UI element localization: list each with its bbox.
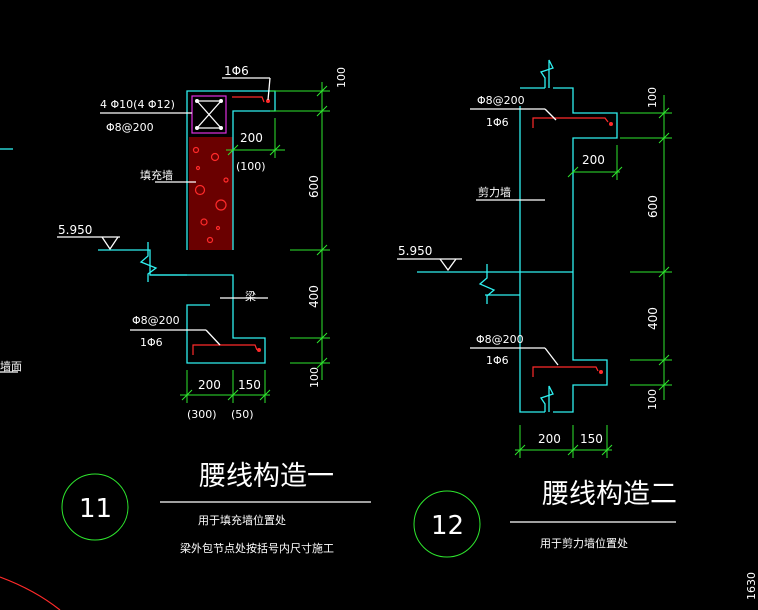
- top-bar-dot: [266, 99, 270, 103]
- label-vdim-600-12: 600: [646, 195, 660, 218]
- bottom-stirrup: [532, 366, 599, 377]
- dim-v-ext: [620, 107, 672, 391]
- label-hdim-150-11: 150: [238, 378, 261, 392]
- bottom-stirrup: [192, 344, 258, 355]
- cage-cross-b: [196, 100, 222, 129]
- section-lower-outline: [98, 249, 266, 364]
- label-stirrup-11: Φ8@200: [106, 121, 154, 134]
- label-dim-200-12: 200: [582, 153, 605, 167]
- bottom-bar-dot: [257, 348, 261, 352]
- label-infill-wall-11: 填充墙: [140, 168, 173, 182]
- detail-subtitle-12: 用于剪力墙位置处: [540, 536, 628, 550]
- section-upper-outline: [186, 90, 276, 250]
- bottom-bar-dot: [599, 370, 603, 374]
- label-dim-100-paren-11: (100): [236, 160, 266, 173]
- label-top-bar-12: 1Φ6: [486, 116, 509, 129]
- detail-number-12: 12: [431, 511, 464, 541]
- label-level-12: 5.950: [398, 244, 432, 258]
- label-main-bars-11: 4 Φ10(4 Φ12): [100, 98, 175, 111]
- leader-bottom-tail: [205, 329, 221, 346]
- bottom-break: [539, 385, 554, 412]
- red-arc-fragment: [0, 576, 61, 610]
- label-bottom-stirrup-12: Φ8@200: [476, 333, 524, 346]
- bar-dot: [195, 99, 199, 103]
- detail-title-12: 腰线构造二: [542, 479, 677, 510]
- label-bottom-stirrup-11: Φ8@200: [132, 314, 180, 327]
- top-stirrup-hook: [232, 96, 265, 103]
- detail-12: [397, 59, 676, 558]
- label-beam-11: 梁: [245, 289, 256, 303]
- detail-title-11: 腰线构造一: [199, 461, 334, 492]
- break-line: [139, 242, 158, 282]
- leader-1phi6-top-tail: [267, 77, 271, 101]
- label-bottom-bar-12: 1Φ6: [486, 354, 509, 367]
- bar-dot: [219, 99, 223, 103]
- label-vdim-600-11: 600: [307, 175, 321, 198]
- leader-top-tail: [544, 108, 557, 121]
- label-vdim-100-top-12: 100: [646, 87, 659, 108]
- detail-11: [57, 77, 371, 541]
- dim-h-ext: [514, 425, 613, 458]
- label-shear-wall-12: 剪力墙: [478, 185, 511, 199]
- label-dim-200-11: 200: [240, 131, 263, 145]
- detail-number-circle: [61, 473, 129, 541]
- edge-fragment-text: 1630: [745, 572, 758, 600]
- left-fragment-text: 墙面: [0, 359, 22, 373]
- detail-number-circle: [413, 490, 481, 558]
- label-top-stirrup-12: Φ8@200: [477, 94, 525, 107]
- top-stirrup: [532, 117, 609, 128]
- bar-dot: [195, 126, 199, 130]
- top-bar-dot: [609, 122, 613, 126]
- bar-dot: [219, 126, 223, 130]
- dim-200-tick-a: [227, 144, 239, 156]
- top-break: [539, 59, 554, 88]
- label-hdim-200-11: 200: [198, 378, 221, 392]
- break-line: [478, 264, 496, 304]
- main-bar-cage: [191, 95, 227, 134]
- dim-200-tick-b: [611, 166, 623, 178]
- detail-subtitle-1-11: 用于填充墙位置处: [198, 513, 286, 527]
- label-hdim-50-paren-11: (50): [231, 408, 254, 421]
- label-hdim-200-12: 200: [538, 432, 561, 446]
- label-vdim-400-12: 400: [646, 307, 660, 330]
- infill-hatch-circles: [192, 146, 229, 244]
- label-vdim-400-11: 400: [307, 285, 321, 308]
- dim-200-tick-a: [567, 166, 579, 178]
- label-level-11: 5.950: [58, 223, 92, 237]
- dim-v-ext: [270, 85, 330, 369]
- dim-200-tick-b: [269, 144, 281, 156]
- wall-left-edge: [519, 106, 545, 413]
- detail-number-11: 11: [79, 494, 112, 524]
- dim-h-ext: [181, 370, 271, 403]
- label-top-bar-11: 1Φ6: [224, 64, 249, 78]
- label-bottom-bar-11: 1Φ6: [140, 336, 163, 349]
- label-hdim-150-12: 150: [580, 432, 603, 446]
- level-triangle: [439, 258, 457, 272]
- label-vdim-100-top-11: 100: [335, 67, 348, 88]
- wall-right-profile: [553, 87, 618, 413]
- label-vdim-100-bottom-12: 100: [646, 389, 659, 410]
- detail-subtitle-2-11: 梁外包节点处按括号内尺寸施工: [180, 541, 334, 555]
- level-triangle: [101, 236, 119, 251]
- infill-wall-hatch: [189, 137, 233, 250]
- label-hdim-300-paren-11: (300): [187, 408, 217, 421]
- leader-bottom-tail: [544, 347, 559, 366]
- label-vdim-100-bottom-11: 100: [308, 367, 321, 388]
